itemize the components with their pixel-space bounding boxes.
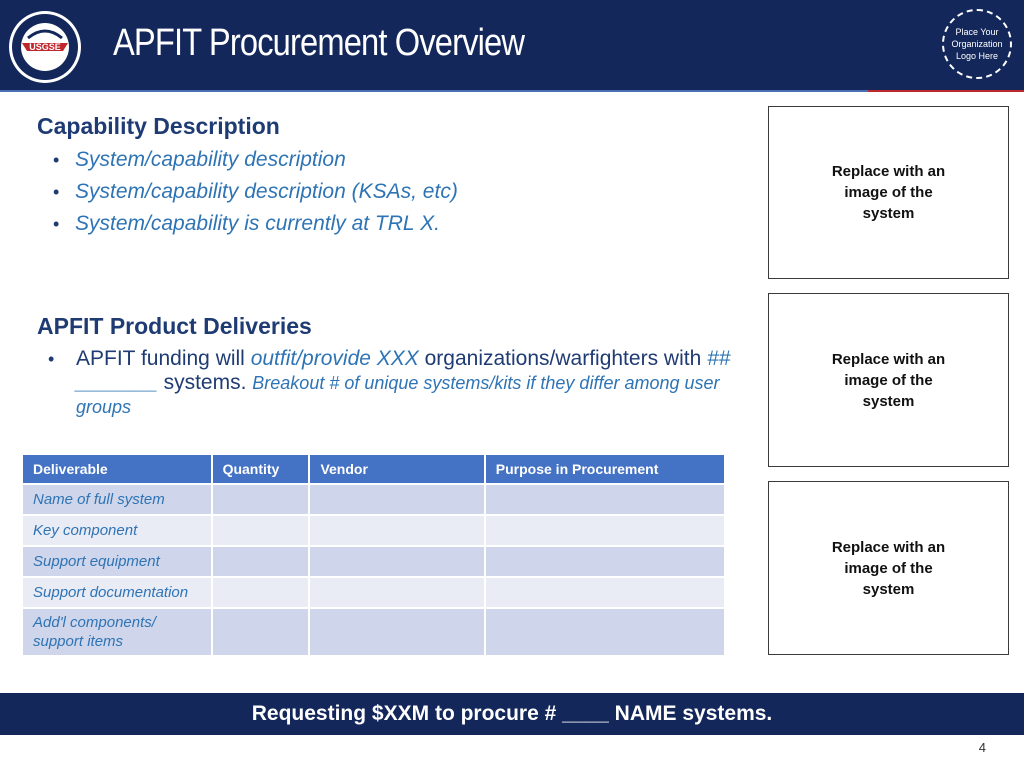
image-placeholder-label: Replace with an image of the system [831, 163, 946, 222]
bullet-marker: • [48, 349, 55, 369]
page-title: APFIT Procurement Overview [113, 22, 525, 64]
table-cell[interactable] [483, 607, 727, 657]
table-row: Support documentation [21, 576, 727, 609]
table-cell[interactable] [308, 576, 486, 609]
table-cell[interactable] [308, 607, 486, 657]
table-header-row: Deliverable Quantity Vendor Purpose in P… [21, 453, 727, 485]
deliveries-title: APFIT Product Deliveries [37, 313, 312, 339]
header-divider-accent [868, 90, 1024, 92]
column-header-deliverable: Deliverable [21, 453, 213, 485]
column-header-purpose: Purpose in Procurement [483, 453, 727, 485]
page-number: 4 [978, 740, 986, 755]
organization-logo-placeholder[interactable]: Place Your Organization Logo Here [942, 9, 1012, 79]
table-cell[interactable] [210, 514, 311, 547]
table-cell[interactable]: Add'l components/ support items [21, 607, 213, 657]
table-row: Name of full system [21, 483, 727, 516]
capability-bullet-list: System/capability description System/cap… [37, 144, 458, 240]
table-cell[interactable] [483, 483, 727, 516]
table-cell[interactable] [210, 483, 311, 516]
image-placeholder-2[interactable]: Replace with an image of the system [768, 293, 1009, 467]
capability-title: Capability Description [37, 113, 280, 139]
table-cell[interactable] [483, 576, 727, 609]
table-cell[interactable] [483, 545, 727, 578]
column-header-vendor: Vendor [308, 453, 486, 485]
image-placeholder-1[interactable]: Replace with an image of the system [768, 106, 1009, 279]
request-text: Requesting $XXM to procure # ____ NAME s… [251, 702, 773, 725]
table-cell[interactable] [210, 545, 311, 578]
deliveries-text: APFIT funding will outfit/provide XXX or… [76, 347, 731, 417]
table-cell[interactable]: Support equipment [21, 545, 213, 578]
table-cell[interactable] [308, 545, 486, 578]
deliveries-bullet: • APFIT funding will outfit/provide XXX … [48, 347, 768, 419]
table-row: Support equipment [21, 545, 727, 578]
capability-bullet: System/capability description (KSAs, etc… [37, 176, 458, 208]
usgse-seal-icon: USGSE [9, 11, 81, 83]
table-cell[interactable]: Key component [21, 514, 213, 547]
image-placeholder-label: Replace with an image of the system [831, 538, 946, 598]
capability-bullet: System/capability description [37, 144, 458, 176]
footer-request-bar: Requesting $XXM to procure # ____ NAME s… [0, 693, 1024, 735]
seal-text: USGSE [29, 42, 61, 52]
header-bar: USGSE APFIT Procurement Overview Place Y… [0, 0, 1024, 90]
table-cell[interactable] [483, 514, 727, 547]
table-cell[interactable] [308, 514, 486, 547]
table-row: Add'l components/ support items [21, 607, 727, 657]
table-cell[interactable] [308, 483, 486, 516]
table-cell[interactable]: Support documentation [21, 576, 213, 609]
table-cell[interactable] [210, 607, 311, 657]
table-cell[interactable] [210, 576, 311, 609]
capability-bullet: System/capability is currently at TRL X. [37, 208, 458, 240]
deliverables-table: Deliverable Quantity Vendor Purpose in P… [21, 453, 727, 657]
table-cell[interactable]: Name of full system [21, 483, 213, 516]
header-divider [0, 90, 1024, 92]
table-row: Key component [21, 514, 727, 547]
image-placeholder-label: Replace with an image of the system [831, 350, 946, 410]
column-header-quantity: Quantity [210, 453, 311, 485]
image-placeholder-3[interactable]: Replace with an image of the system [768, 481, 1009, 655]
